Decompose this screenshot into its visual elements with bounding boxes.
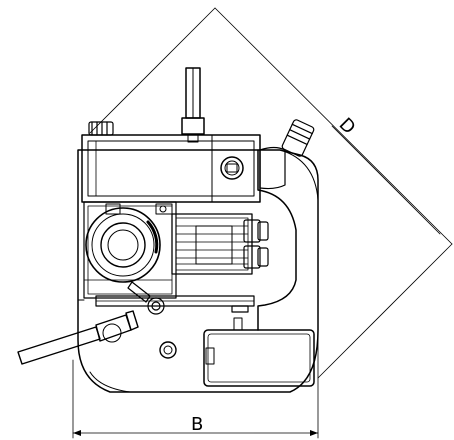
left-frame: [83, 201, 177, 299]
dimension-d-upper-left-line: [89, 7, 216, 134]
pump-fittings: [105, 203, 173, 215]
motor-terminals: [243, 219, 269, 269]
body-outline: [77, 149, 319, 393]
cable-gland-left: [88, 121, 114, 136]
top-housing: [81, 134, 261, 203]
top-knob: [220, 156, 244, 180]
lower-left-curve: [89, 371, 131, 393]
right-casing: [257, 149, 297, 331]
inlet-pipe: [17, 310, 139, 365]
cable-gland-right: [281, 119, 315, 157]
dimension-b-label: B: [191, 414, 203, 435]
right-joint: [259, 146, 286, 190]
dimension-b-arrows: [73, 430, 318, 436]
dimension-d-lower-right-line: [317, 243, 453, 379]
right-casing-curve: [279, 149, 319, 201]
top-handle: [181, 67, 205, 143]
dimension-d-measure-line: [331, 125, 441, 235]
outlet-connector: [127, 281, 165, 315]
dimension-d-label: D: [335, 114, 360, 139]
pump-head: [85, 207, 161, 283]
dimension-b-lines: [72, 329, 319, 439]
terminal-box: [203, 317, 315, 387]
motor-body: [171, 213, 253, 275]
dimension-d-outline: [89, 7, 453, 379]
dimension-d-upper-right-line: [214, 7, 453, 245]
drain-screw: [159, 341, 177, 359]
base-rail: [95, 295, 255, 313]
